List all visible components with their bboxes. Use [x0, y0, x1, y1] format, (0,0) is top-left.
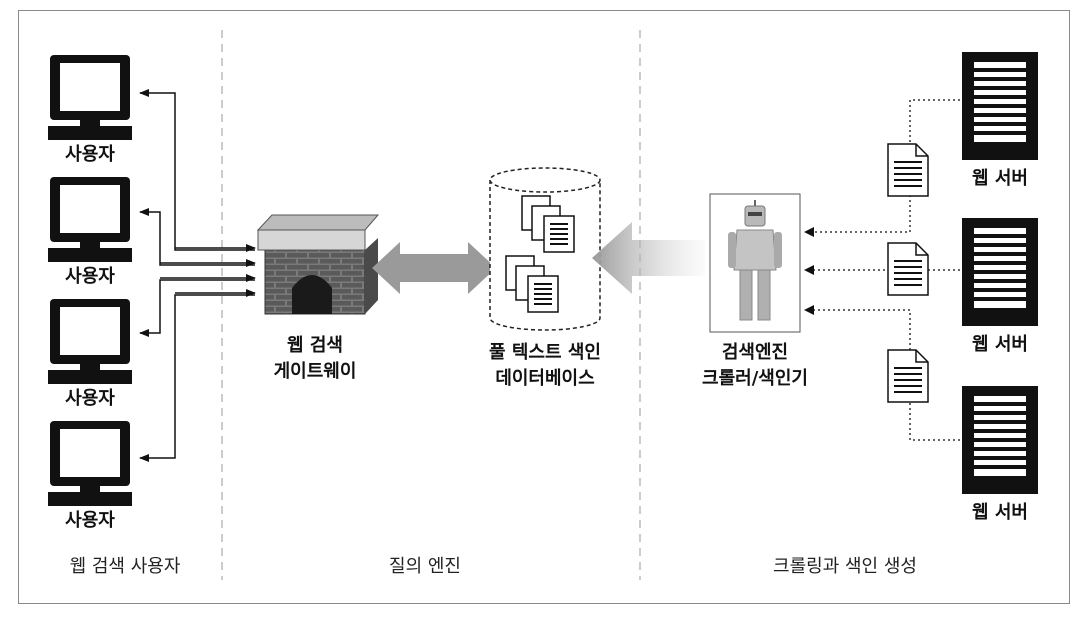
database-label-line1: 풀 텍스트 색인 — [489, 342, 601, 363]
web-server-icon — [962, 386, 1038, 494]
section-label-crawling-indexing: 크롤링과 색인 생성 — [773, 556, 917, 577]
user-computer-icon — [48, 421, 132, 506]
document-icon — [887, 143, 929, 197]
crawler-label-line2: 크롤러/색인기 — [702, 368, 808, 389]
web-server-icon — [962, 218, 1038, 326]
gateway-label-line1: 웹 검색 — [287, 335, 343, 356]
crawler-label: 검색엔진 크롤러/색인기 — [690, 340, 820, 392]
document-stack-icon — [521, 195, 575, 253]
document-icon — [887, 242, 929, 296]
web-server-label: 웹 서버 — [972, 334, 1028, 355]
gateway-database-arrow — [372, 242, 496, 294]
crawler-arrowheads — [804, 227, 814, 315]
user-gateway-connectors — [139, 89, 256, 462]
user-label: 사용자 — [65, 266, 115, 287]
database-label: 풀 텍스트 색인 데이터베이스 — [470, 340, 620, 392]
web-server-label: 웹 서버 — [972, 168, 1028, 189]
document-icon — [887, 349, 929, 403]
gateway-label: 웹 검색 게이트웨이 — [250, 333, 380, 385]
database-label-line2: 데이터베이스 — [495, 368, 595, 389]
web-server-icon — [962, 52, 1038, 160]
user-computer-icon — [48, 177, 132, 262]
user-computer-icon — [48, 55, 132, 140]
user-computer-icon — [48, 299, 132, 384]
user-label: 사용자 — [65, 510, 115, 531]
section-label-users: 웹 검색 사용자 — [69, 556, 181, 577]
web-server-label: 웹 서버 — [972, 502, 1028, 523]
crawler-database-arrow — [592, 222, 705, 294]
gateway-label-line2: 게이트웨이 — [273, 361, 357, 382]
section-label-query-engine: 질의 엔진 — [389, 556, 461, 577]
robot-icon — [728, 200, 782, 321]
gateway-icon — [256, 214, 380, 315]
crawler-label-line1: 검색엔진 — [721, 342, 789, 363]
user-label: 사용자 — [65, 388, 115, 409]
server-crawler-connectors — [812, 99, 960, 441]
user-label: 사용자 — [65, 144, 115, 165]
document-stack-icon — [505, 255, 559, 313]
